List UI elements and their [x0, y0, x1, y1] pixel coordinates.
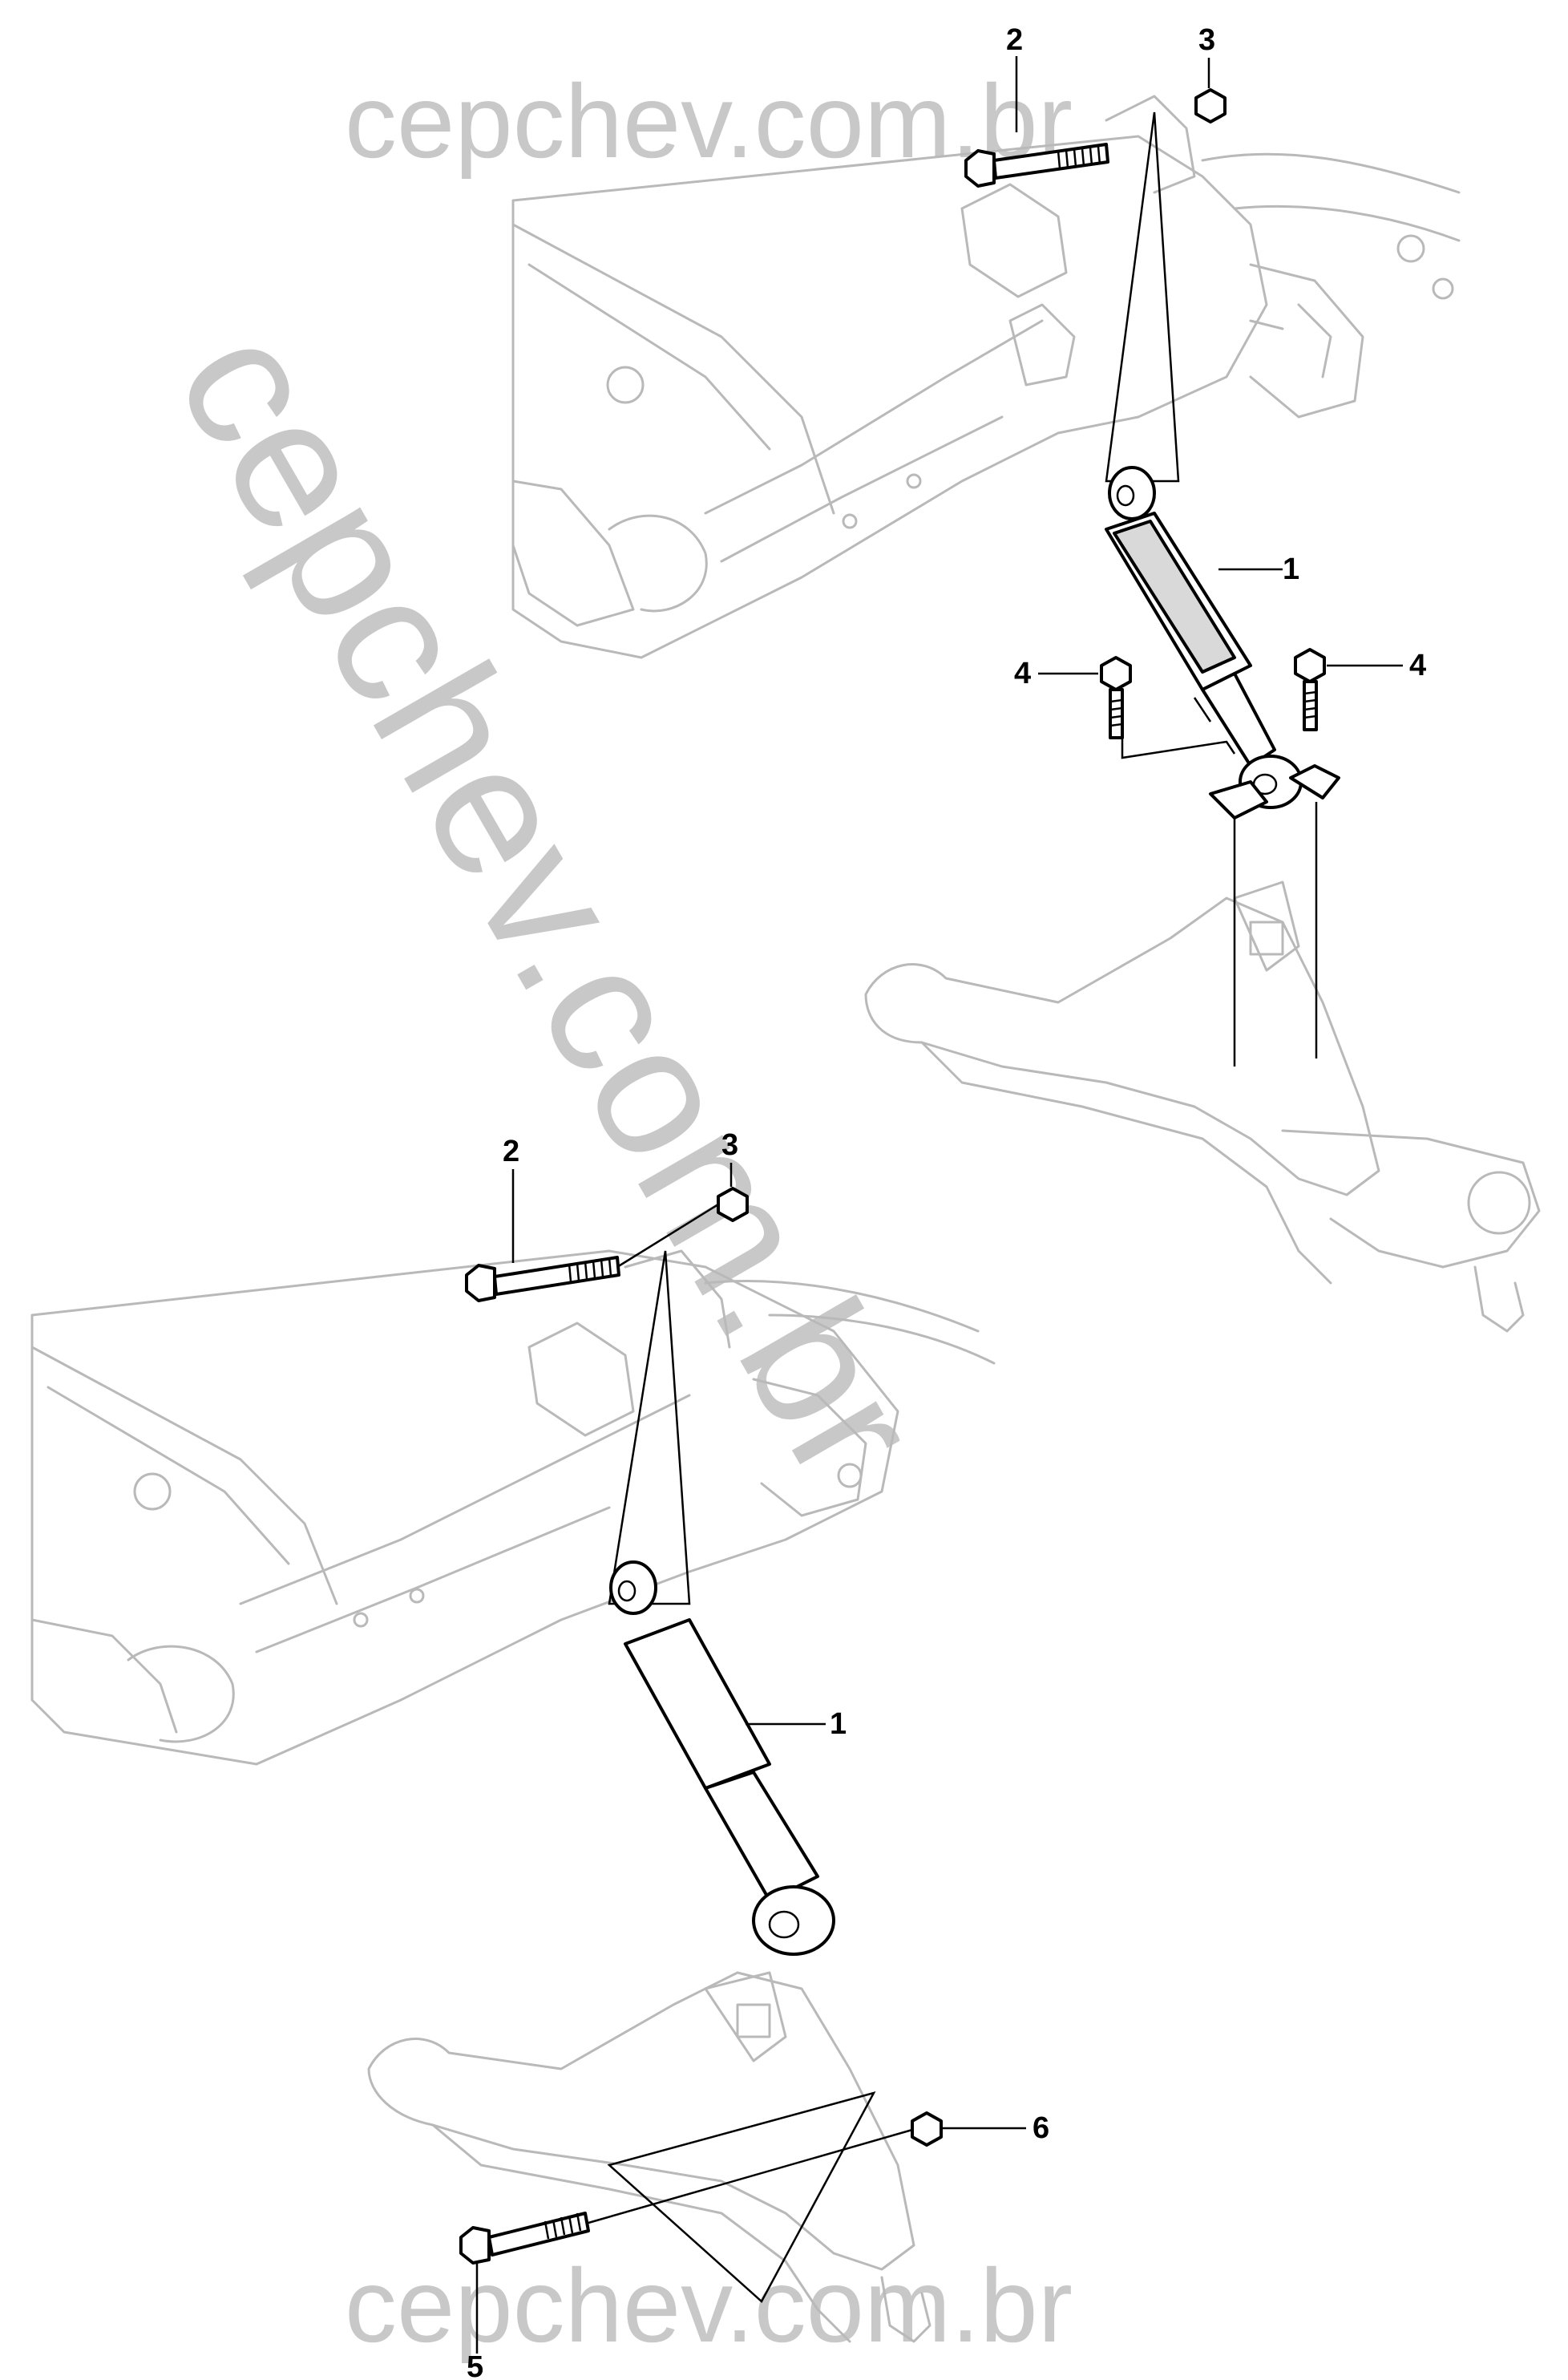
top-callout-4-right: 4: [1409, 649, 1426, 682]
bottom-lower-control-arm: [367, 1971, 932, 2343]
top-callout-1: 1: [1283, 552, 1299, 586]
bottom-lower-bolt: [459, 2212, 590, 2265]
top-frame-rail: [511, 95, 1461, 659]
top-right-screw: [1294, 648, 1326, 731]
watermark-diagonal: cepchev.com.br: [139, 293, 961, 1512]
bottom-upper-nut: [717, 1187, 749, 1222]
top-lower-control-arm: [864, 880, 1541, 1333]
top-callout-4-left: 4: [1014, 657, 1031, 690]
top-screw-guide: [1121, 738, 1236, 759]
bottom-lower-nut: [911, 2111, 943, 2147]
bottom-callout-1: 1: [830, 1707, 847, 1741]
bottom-upper-bolt: [465, 1256, 620, 1302]
bottom-shock-absorber: [609, 1560, 835, 1956]
watermark-bottom: cepchev.com.br: [345, 2247, 1073, 2364]
bottom-upper-bolt-guide: [616, 1203, 719, 1269]
top-assembly: 2 3 1 4 4: [511, 23, 1541, 1333]
top-callout-3: 3: [1198, 23, 1215, 57]
top-left-screw: [1100, 656, 1132, 739]
top-callout-2: 2: [1006, 23, 1023, 57]
bottom-callout-3: 3: [721, 1128, 738, 1162]
bottom-guide-triangle-lower: [607, 2091, 876, 2303]
top-shock-absorber: [1105, 466, 1340, 820]
top-upper-bolt: [964, 143, 1109, 188]
bottom-frame-rail: [30, 1249, 996, 1766]
top-guide-triangle: [1105, 111, 1180, 483]
bottom-assembly: 2 3 1 5 6: [30, 1128, 1049, 2380]
bottom-callout-5: 5: [467, 2350, 483, 2380]
bottom-callout-2: 2: [503, 1135, 519, 1168]
watermark-top: cepchev.com.br: [345, 63, 1073, 180]
top-upper-nut: [1194, 88, 1227, 123]
bottom-callout-6: 6: [1033, 2111, 1049, 2145]
bottom-lower-bolt-guide: [588, 2128, 913, 2224]
